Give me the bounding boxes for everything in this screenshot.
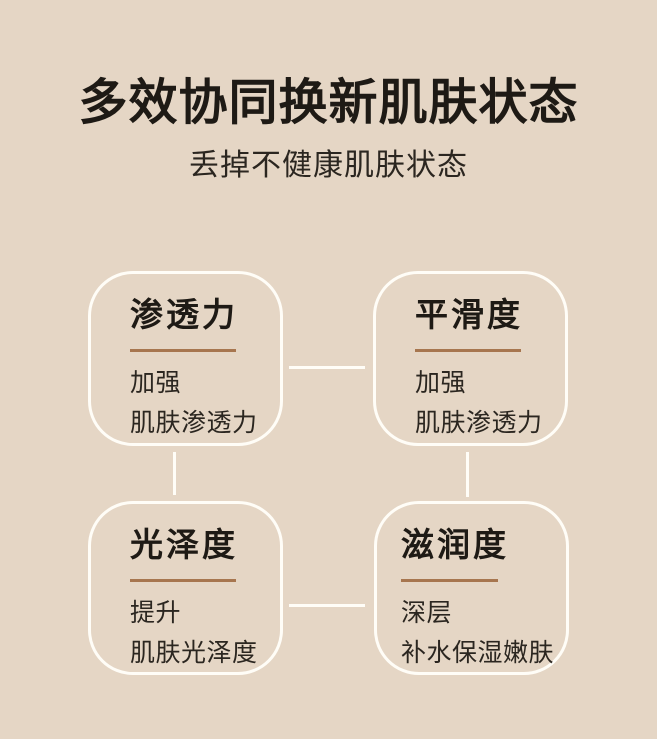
title-underline	[415, 349, 521, 352]
benefit-card-smoothness: 平滑度 加强 肌肤渗透力	[373, 271, 568, 446]
title-underline	[130, 349, 236, 352]
card-title: 平滑度	[415, 298, 523, 334]
title-underline	[401, 579, 498, 582]
connector-line-vertical-left	[173, 452, 176, 495]
connector-line-horizontal-bottom	[289, 604, 365, 607]
card-description-line: 加强	[130, 370, 182, 397]
connector-line-vertical-right	[466, 452, 469, 497]
page-subtitle: 丢掉不健康肌肤状态	[189, 149, 468, 182]
card-description: 提升 肌肤光泽度	[130, 594, 270, 674]
card-description: 加强 肌肤渗透力	[130, 364, 270, 444]
benefit-card-luster: 光泽度 提升 肌肤光泽度	[88, 501, 283, 675]
card-description-line: 肌肤渗透力	[130, 410, 258, 437]
card-description-line: 深层	[401, 600, 453, 627]
card-title: 滋润度	[401, 528, 509, 564]
card-title: 渗透力	[130, 298, 238, 334]
card-description-line: 补水保湿嫩肤	[401, 640, 555, 667]
connector-line-horizontal-top	[289, 366, 365, 369]
card-description: 加强 肌肤渗透力	[415, 364, 555, 444]
card-description-line: 加强	[415, 370, 467, 397]
benefit-card-moisture: 滋润度 深层 补水保湿嫩肤	[374, 501, 569, 675]
card-description-line: 肌肤光泽度	[130, 640, 258, 667]
card-description: 深层 补水保湿嫩肤	[401, 594, 556, 674]
page-title: 多效协同换新肌肤状态	[78, 75, 579, 130]
title-underline	[130, 579, 236, 582]
card-title: 光泽度	[130, 528, 238, 564]
benefit-card-penetration: 渗透力 加强 肌肤渗透力	[88, 271, 283, 446]
card-description-line: 提升	[130, 600, 182, 627]
card-description-line: 肌肤渗透力	[415, 410, 543, 437]
